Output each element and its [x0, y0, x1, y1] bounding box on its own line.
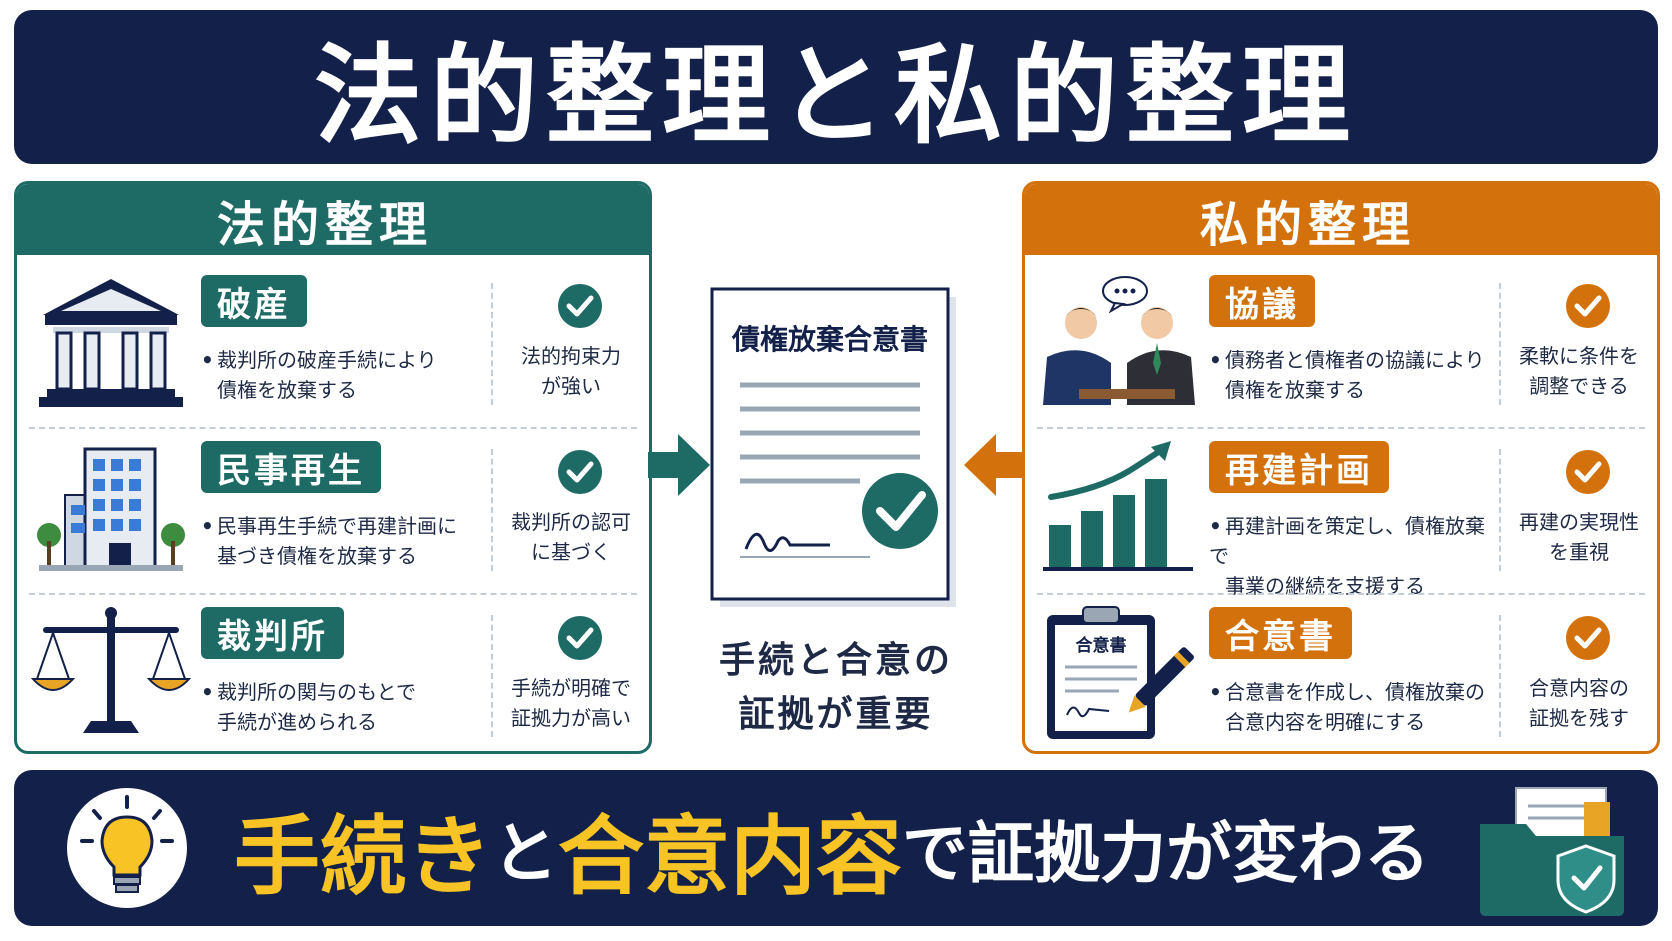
scales-icon [31, 607, 191, 733]
item-note: 手続が明確で証拠力が高い [511, 676, 631, 730]
item-description: •合意書を作成し、債権放棄の 合意内容を明確にする [1209, 680, 1485, 734]
item-tag: 破産 [201, 275, 307, 327]
page-title: 法的整理と私的整理 [313, 34, 1358, 159]
divider [1499, 449, 1501, 571]
panel-heading: 私的整理 [1025, 184, 1657, 255]
item-description: •裁判所の関与のもとで 手続が進められる [201, 680, 416, 734]
courthouse-icon [39, 279, 183, 407]
check-icon [557, 449, 603, 495]
office-building-icon [37, 447, 185, 571]
item-note: 再建の実現性を重視 [1519, 510, 1639, 564]
divider [491, 615, 493, 737]
legal-arrangement-panel: 法的整理 破産 •裁判所の破産手続により 債権を放棄する 法的拘束力が強い [14, 181, 652, 754]
item-tag: 再建計画 [1209, 441, 1389, 493]
title-banner: 法的整理と私的整理 [14, 10, 1658, 164]
item-tag: 協議 [1209, 275, 1315, 327]
check-icon [557, 615, 603, 661]
arrow-right-icon [648, 434, 710, 496]
item-tag: 民事再生 [201, 441, 381, 493]
arrow-left-icon [964, 434, 1026, 496]
list-item: 破産 •裁判所の破産手続により 債権を放棄する 法的拘束力が強い [17, 261, 649, 427]
clipboard-label: 合意書 [1076, 635, 1127, 656]
private-arrangement-panel: 私的整理 協議 •債務者と債権者の協議により 債権を放棄する 柔軟に条件を調整で… [1022, 181, 1660, 754]
item-description: •裁判所の破産手続により 債権を放棄する [201, 348, 437, 402]
item-note: 柔軟に条件を調整できる [1519, 344, 1639, 398]
item-note: 裁判所の認可に基づく [511, 510, 631, 564]
check-icon [1565, 615, 1611, 661]
item-tag: 合意書 [1209, 607, 1352, 659]
item-description: •民事再生手続で再建計画に 基づき債権を放棄する [201, 514, 457, 568]
clipboard-icon: 合意書 [1047, 606, 1194, 739]
secure-folder-icon [1480, 787, 1624, 916]
item-note: 合意内容の証拠を残す [1529, 676, 1629, 730]
agreement-document-icon: 債権放棄合意書 [710, 287, 956, 607]
list-item: 合意書 合意書 •合意書を作成し、債権放棄の 合意内容を明確にする 合意内容の証… [1025, 593, 1657, 751]
check-icon [557, 283, 603, 329]
check-icon [1565, 283, 1611, 329]
footer-banner: 手続きと合意内容で証拠力が変わる [14, 770, 1658, 926]
list-item: 協議 •債務者と債権者の協議により 債権を放棄する 柔軟に条件を調整できる [1025, 261, 1657, 427]
item-tag: 裁判所 [201, 607, 344, 659]
divider [1499, 283, 1501, 405]
list-item: 裁判所 •裁判所の関与のもとで 手続が進められる 手続が明確で証拠力が高い [17, 593, 649, 751]
item-description: •債務者と債権者の協議により 債権を放棄する [1209, 348, 1485, 402]
check-icon [1565, 449, 1611, 495]
center-caption: 手続と合意の 証拠が重要 [718, 640, 953, 735]
list-item: 再建計画 •再建計画を策定し、債権放棄で 事業の継続を支援する 再建の実現性を重… [1025, 427, 1657, 598]
document-title: 債権放棄合意書 [731, 323, 928, 356]
footer-slogan: 手続きと合意内容で証拠力が変わる [234, 806, 1430, 907]
lightbulb-icon [67, 788, 187, 908]
divider [491, 283, 493, 405]
growth-chart-icon [1043, 441, 1193, 571]
item-note: 法的拘束力が強い [521, 344, 621, 398]
panel-heading: 法的整理 [17, 184, 649, 255]
item-description: •再建計画を策定し、債権放棄で 事業の継続を支援する [1209, 514, 1485, 598]
list-item: 民事再生 •民事再生手続で再建計画に 基づき債権を放棄する 裁判所の認可に基づく [17, 427, 649, 593]
divider [491, 449, 493, 571]
divider [1499, 615, 1501, 737]
negotiation-icon [1043, 276, 1195, 405]
